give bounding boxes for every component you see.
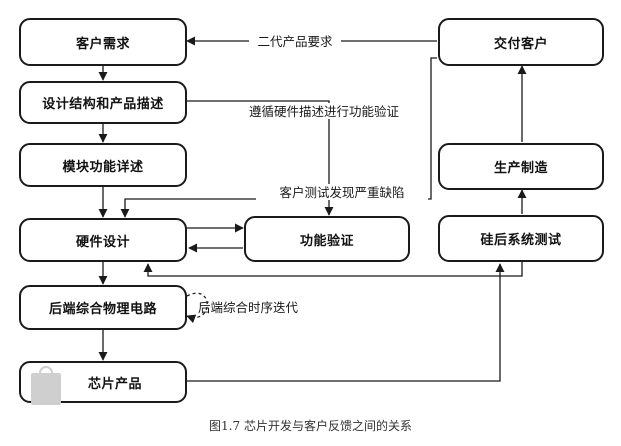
label-backend-iteration: 后端综合时序迭代: [198, 300, 299, 315]
node-backend-physical: 后端综合物理电路: [19, 285, 187, 330]
figure-caption: 图1.7 芯片开发与客户反馈之间的关系: [209, 419, 412, 433]
node-design-structure: 设计结构和产品描述: [19, 81, 187, 124]
shopping-bag-icon: [31, 366, 61, 405]
node-customer-requirement: 客户需求: [19, 18, 187, 66]
node-function-verification: 功能验证: [244, 216, 410, 262]
node-hardware-design: 硬件设计: [19, 218, 187, 262]
label-customer-defect: 客户测试发现严重缺陷: [279, 185, 404, 200]
arrow-silicon-to-hw: [143, 262, 523, 277]
node-chip-product-label: 芯片产品: [87, 376, 142, 392]
arrow-delivery-to-hw: [120, 57, 437, 218]
label-second-gen: 二代产品要求: [257, 34, 333, 49]
node-silicon-system-test: 硅后系统测试: [438, 215, 604, 262]
arrow-design-to-verify: [187, 100, 334, 216]
node-module-detail: 模块功能详述: [19, 143, 187, 187]
node-manufacturing: 生产制造: [438, 143, 604, 190]
arrow-chip-to-silicon: [187, 263, 505, 382]
label-follow-hw: 遵循硬件描述进行功能验证: [249, 104, 400, 119]
node-deliver-customer: 交付客户: [438, 18, 604, 66]
arrow-backend-iteration-loop: [186, 292, 208, 324]
